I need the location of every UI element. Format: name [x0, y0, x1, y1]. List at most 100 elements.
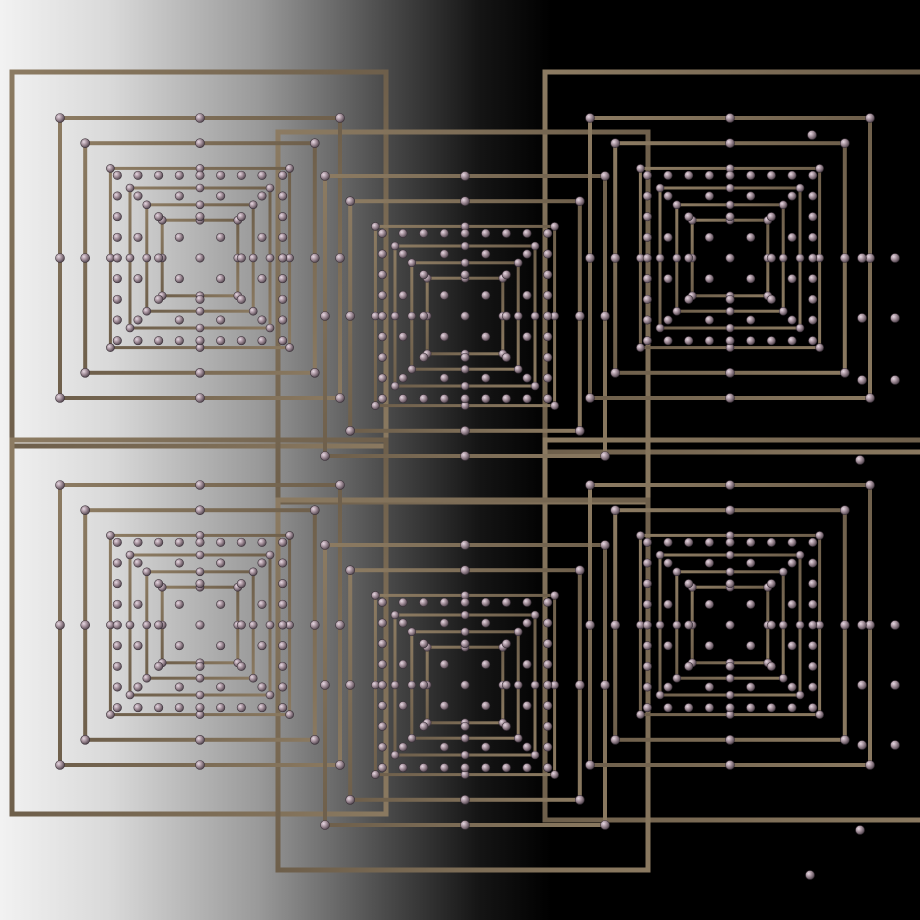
bead [808, 294, 818, 304]
bead [543, 618, 553, 628]
bead [460, 451, 470, 461]
bead [642, 641, 652, 651]
bead [522, 742, 532, 752]
bead [636, 531, 645, 540]
bead [725, 480, 735, 490]
bead [195, 480, 205, 490]
bead [398, 394, 408, 404]
bead [112, 579, 122, 589]
bead [808, 170, 818, 180]
bead [746, 315, 756, 325]
bead [335, 253, 345, 263]
bead [865, 620, 875, 630]
bead [195, 294, 205, 304]
bead [684, 703, 694, 713]
bead [80, 734, 90, 745]
bead [808, 682, 818, 692]
bead [574, 311, 585, 321]
bead [655, 323, 665, 333]
bead [278, 682, 288, 692]
bead [460, 820, 470, 830]
bead [236, 661, 246, 671]
bead [174, 274, 184, 284]
bead [278, 641, 288, 651]
bead [672, 673, 682, 683]
bead [807, 130, 817, 140]
bead [642, 170, 652, 180]
bead [684, 212, 694, 222]
bead [704, 191, 714, 201]
bead [195, 734, 205, 745]
bead [398, 618, 408, 628]
bead [684, 294, 694, 304]
bead [142, 306, 152, 316]
frame-square [542, 437, 920, 823]
bead [236, 703, 246, 713]
bead [778, 567, 788, 577]
bead [808, 620, 818, 630]
bead [704, 703, 714, 713]
bead [663, 682, 673, 692]
bead [725, 212, 735, 222]
bead [746, 599, 756, 609]
bead [787, 682, 797, 692]
bead [655, 550, 665, 560]
bead [335, 393, 345, 403]
bead [216, 274, 226, 284]
bead [390, 750, 400, 760]
bead [112, 232, 122, 242]
bead [787, 641, 797, 651]
bead [257, 170, 267, 180]
bead [216, 232, 226, 242]
bead [112, 274, 122, 284]
bead [808, 641, 818, 651]
bead [257, 558, 267, 568]
bead [112, 253, 122, 263]
bead [655, 253, 665, 263]
bead [610, 367, 621, 378]
bead [320, 171, 330, 181]
bead [371, 770, 380, 779]
bead [460, 258, 470, 268]
bead [216, 599, 226, 609]
bead [857, 680, 867, 690]
bead [278, 537, 288, 547]
bead [278, 336, 288, 346]
bead [704, 537, 714, 547]
bead [543, 352, 553, 362]
bead [460, 597, 470, 607]
bead [195, 336, 205, 346]
bead [642, 661, 652, 671]
bead [481, 763, 491, 773]
bead [839, 505, 850, 516]
bead [195, 690, 205, 700]
bead [890, 253, 900, 263]
bead [398, 373, 408, 383]
bead [725, 703, 735, 713]
bead [112, 336, 122, 346]
bead [642, 315, 652, 325]
bead [684, 336, 694, 346]
bead [112, 170, 122, 180]
bead [725, 567, 735, 577]
bead [543, 597, 553, 607]
bead [377, 332, 387, 342]
bead [377, 763, 387, 773]
bead [460, 241, 470, 251]
bead [805, 870, 815, 880]
bead [154, 212, 164, 222]
bead [106, 343, 115, 352]
bead [766, 212, 776, 222]
bead [154, 253, 164, 263]
bead [335, 113, 345, 123]
bead [142, 253, 152, 263]
bead [481, 659, 491, 669]
bead [407, 680, 417, 690]
bead [795, 323, 805, 333]
bead [530, 381, 540, 391]
bead [309, 138, 320, 148]
bead [725, 336, 735, 346]
bead [320, 540, 330, 550]
bead [522, 394, 532, 404]
bead [672, 567, 682, 577]
